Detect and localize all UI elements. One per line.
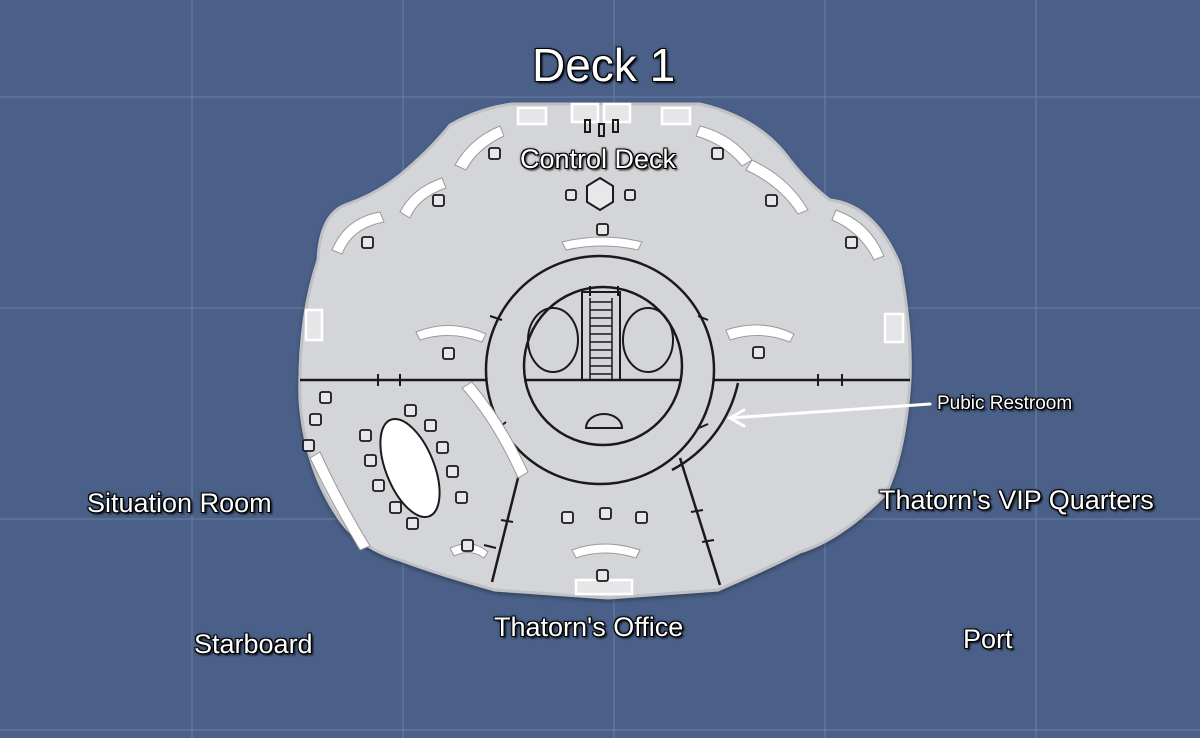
office-wall-left	[490, 469, 522, 583]
pod-right	[622, 307, 674, 373]
helm-station	[584, 119, 619, 212]
stair-steps	[589, 298, 613, 380]
deck-hull	[298, 102, 912, 600]
restroom-arc	[671, 382, 740, 472]
deck-walls	[300, 254, 910, 586]
lift-pad	[584, 413, 624, 429]
situation-table	[379, 417, 441, 519]
chairs	[302, 147, 858, 582]
central-ring-inner	[522, 285, 684, 447]
pod-left	[527, 307, 579, 373]
stair-frame	[581, 291, 621, 381]
central-ring-outer	[484, 254, 716, 486]
office-wall-right	[678, 457, 722, 586]
restroom-pointer-arrow	[726, 402, 932, 428]
central-stairwell	[527, 291, 674, 429]
